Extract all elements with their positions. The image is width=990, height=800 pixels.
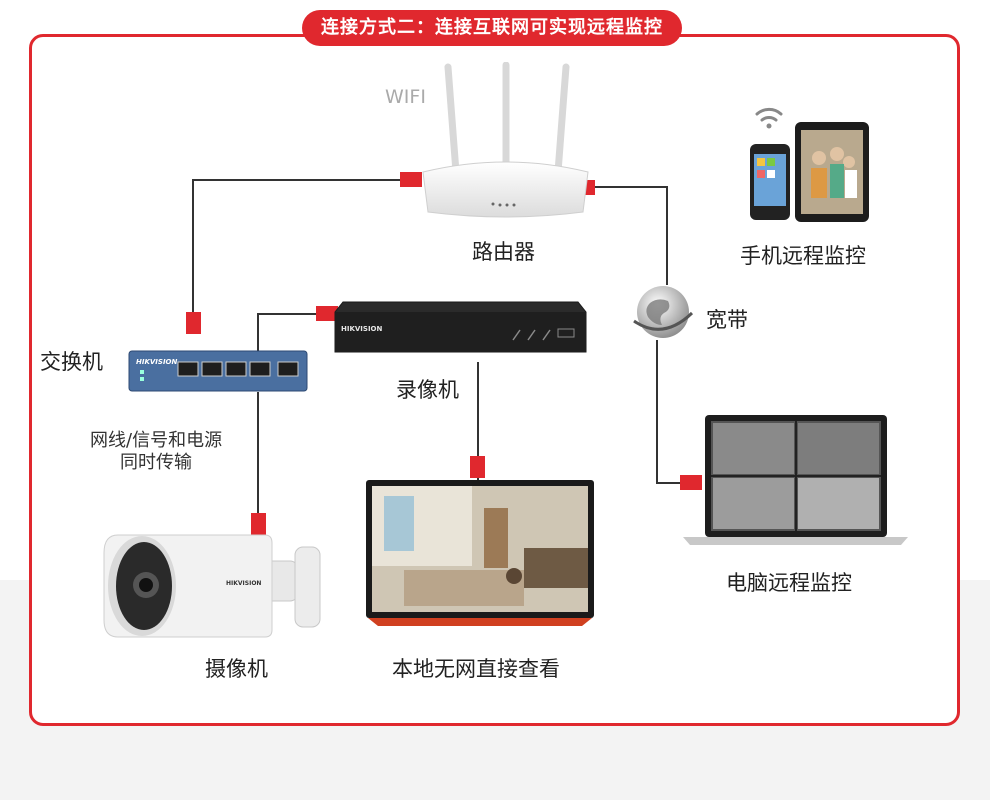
wifi-label: WIFI	[385, 86, 426, 108]
wire-broadband-pc	[656, 340, 690, 484]
connector-nvr-left	[316, 306, 338, 321]
wire-router-switch	[192, 179, 420, 325]
monitor-icon	[366, 480, 594, 626]
broadband-globe-icon	[633, 286, 694, 338]
phone-remote-label: 手机远程监控	[740, 244, 866, 268]
nvr-logo: HIKVISION	[341, 325, 383, 333]
pc-remote-label: 电脑远程监控	[726, 571, 852, 595]
laptop-icon	[683, 415, 908, 545]
router-label: 路由器	[472, 240, 535, 264]
nvr-label: 录像机	[396, 378, 459, 402]
connector-camera-top	[251, 513, 266, 535]
router-icon	[422, 62, 589, 218]
cable-note: 网线/信号和电源 同时传输	[90, 430, 222, 474]
mobile-devices-icon	[750, 107, 869, 222]
nvr-icon: HIKVISION	[334, 301, 587, 353]
cable-note-line1: 网线/信号和电源	[90, 430, 223, 451]
bullet-camera-icon: HIKVISION	[103, 534, 321, 638]
switch-icon: HIKVISION	[128, 350, 308, 392]
camera-logo: HIKVISION	[226, 580, 261, 587]
connector-router-left	[400, 172, 422, 187]
broadband-label: 宽带	[706, 308, 748, 332]
wifi-signal-icon	[755, 107, 783, 129]
cable-note-line2: 同时传输	[120, 452, 193, 473]
wire-switch-nvr	[257, 313, 336, 355]
switch-label: 交换机	[40, 350, 103, 374]
connector-tv-top	[470, 456, 485, 478]
wire-router-broadband	[585, 186, 668, 285]
page-title: 连接方式二：连接互联网可实现远程监控	[302, 10, 682, 46]
connector-switch-top	[186, 312, 201, 334]
switch-logo: HIKVISION	[136, 358, 178, 366]
camera-label: 摄像机	[205, 657, 268, 681]
local-view-label: 本地无网直接查看	[392, 657, 560, 681]
connector-pc-left	[680, 475, 702, 490]
